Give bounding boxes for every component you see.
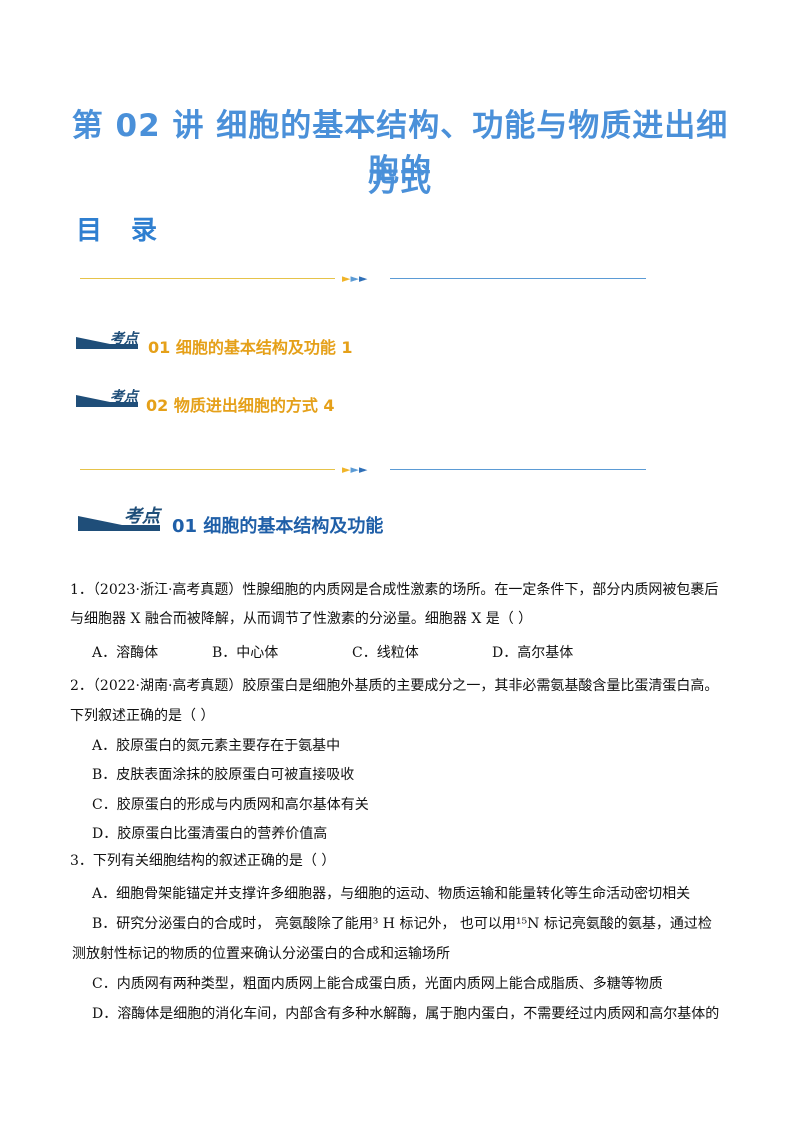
divider-arrows-icon: ►►► <box>342 272 368 285</box>
question-3-option-a[interactable]: A．细胞骨架能锚定并支撑许多细胞器，与细胞的运动、物质运输和能量转化等生命活动密… <box>92 886 691 902</box>
question-3-option-d[interactable]: D．溶酶体是细胞的消化车间，内部含有多种水解酶，属于胞内蛋白，不需要经过内质网和… <box>92 1006 720 1022</box>
question-3-option-c[interactable]: C．内质网有两种类型，粗面内质网上能合成蛋白质，光面内质网上能合成脂质、多糖等物… <box>92 976 663 992</box>
question-2-option-c[interactable]: C．胶原蛋白的形成与内质网和高尔基体有关 <box>92 797 369 813</box>
section-title: 01 细胞的基本结构及功能 <box>172 516 384 537</box>
toc-badge-2: 考点 <box>76 388 138 410</box>
question-1-option-a[interactable]: A．溶酶体 <box>92 645 159 661</box>
toc-item-1[interactable]: 01 细胞的基本结构及功能 1 <box>148 338 353 357</box>
question-3-option-b-cont: 测放射性标记的物质的位置来确认分泌蛋白的合成和运输场所 <box>72 946 450 962</box>
toc-heading: 目 录 <box>76 216 168 246</box>
page-title-line1: 第 02 讲 细胞的基本结构、功能与物质进出细胞的 <box>71 108 729 189</box>
section-badge-label: 考点 <box>124 506 160 527</box>
section-badge: 考点 <box>78 506 160 534</box>
toc-badge-label: 考点 <box>110 331 138 347</box>
question-1-option-b[interactable]: B．中心体 <box>212 645 279 661</box>
toc-badge-label: 考点 <box>110 389 138 405</box>
page-title-line2: 方式 <box>368 163 432 199</box>
question-2-line-1: 2．（2022·湖南·高考真题）胶原蛋白是细胞外基质的主要成分之一，其非必需氨基… <box>70 678 719 694</box>
question-3-option-b[interactable]: B．研究分泌蛋白的合成时， 亮氨酸除了能用³ H 标记外， 也可以用¹⁵N 标记… <box>92 916 712 932</box>
question-2-line-2: 下列叙述正确的是（ ） <box>70 708 215 724</box>
question-1-line-2: 与细胞器 X 融合而被降解，从而调节了性激素的分泌量。细胞器 X 是（ ） <box>70 611 533 627</box>
question-1-option-c[interactable]: C．线粒体 <box>352 645 419 661</box>
question-3-line-1: 3．下列有关细胞结构的叙述正确的是（ ） <box>70 853 336 869</box>
toc-item-2[interactable]: 02 物质进出细胞的方式 4 <box>146 396 335 415</box>
divider-arrows-icon: ►►► <box>342 463 368 476</box>
question-1-line-1: 1．（2023·浙江·高考真题）性腺细胞的内质网是合成性激素的场所。在一定条件下… <box>70 582 719 598</box>
question-2-option-b[interactable]: B．皮肤表面涂抹的胶原蛋白可被直接吸收 <box>92 767 355 783</box>
toc-badge-1: 考点 <box>76 330 138 352</box>
divider-top: ►►► <box>80 272 646 286</box>
question-2-option-d[interactable]: D．胶原蛋白比蛋清蛋白的营养价值高 <box>92 826 328 842</box>
question-1-option-d[interactable]: D．高尔基体 <box>492 645 574 661</box>
question-2-option-a[interactable]: A．胶原蛋白的氮元素主要存在于氨基中 <box>92 738 341 754</box>
divider-bottom: ►►► <box>80 463 646 477</box>
